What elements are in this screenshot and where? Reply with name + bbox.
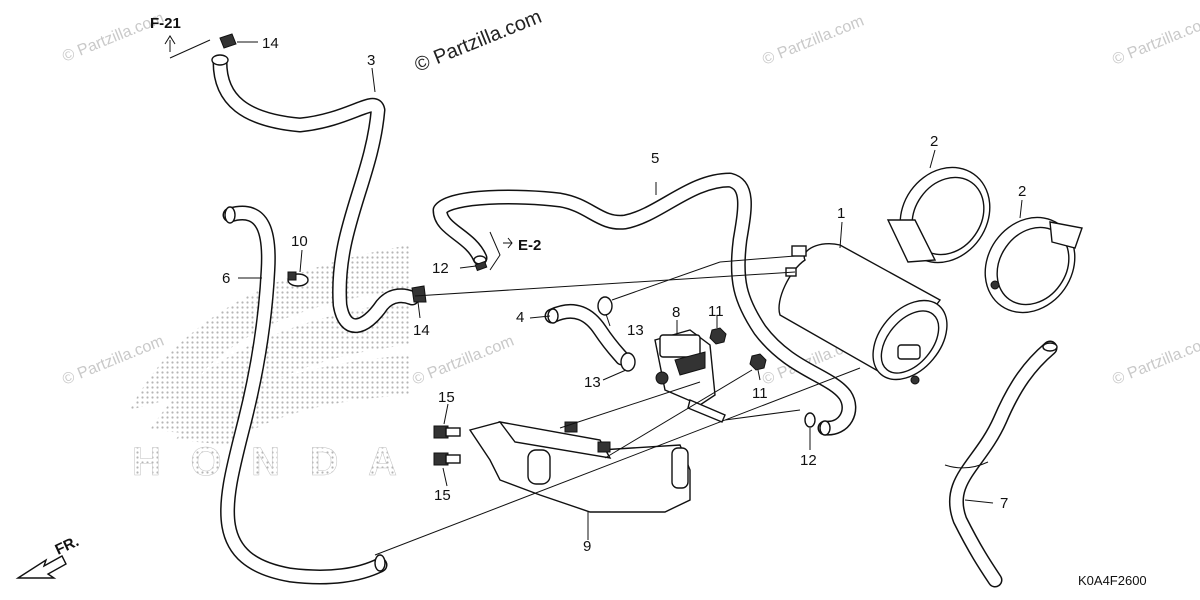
watermark-text: © Partzilla.com	[1110, 333, 1200, 389]
callout-8: 8	[672, 304, 680, 321]
purge-valve-8	[654, 329, 726, 423]
hose-6	[220, 205, 388, 585]
callout-1: 1	[837, 205, 845, 222]
callout-4: 4	[516, 309, 524, 326]
callout-12: 12	[800, 452, 817, 469]
canister-band-2a	[886, 166, 991, 264]
callout-9: 9	[583, 538, 591, 555]
honda-logo-text: HONDA	[132, 440, 397, 484]
canister-band-2b	[984, 216, 1083, 314]
ref-arrow-e2: E-2	[489, 231, 541, 271]
watermark-main: © Partzilla.com	[412, 6, 545, 77]
clamp-10	[287, 271, 309, 287]
callouts: 14 3 10 6 12 14 4 13 13 5 8 11 11 15 15 …	[222, 35, 1026, 555]
nut-11a	[709, 327, 727, 345]
clip-12a	[474, 260, 488, 272]
callout-13: 13	[584, 374, 601, 391]
hose-3	[211, 54, 420, 334]
ring-13a	[597, 296, 613, 316]
ring-12b	[804, 412, 816, 428]
callout-15: 15	[438, 389, 455, 406]
bolt-15a	[433, 425, 461, 439]
bracket-9	[468, 420, 691, 513]
ring-13b	[620, 352, 636, 372]
diagram-code: K0A4F2600	[1078, 573, 1147, 588]
callout-14: 14	[262, 35, 279, 52]
callout-15: 15	[434, 487, 451, 504]
ref-label-f21: F-21	[150, 15, 181, 32]
front-arrow: FR.	[15, 533, 82, 579]
clip-14a	[219, 33, 237, 49]
ref-arrow-f21: F-21	[150, 15, 211, 59]
hose-7	[944, 340, 1058, 588]
callout-2: 2	[1018, 183, 1026, 200]
callout-13: 13	[627, 322, 644, 339]
callout-14: 14	[413, 322, 430, 339]
leader-lines	[237, 41, 1023, 556]
watermark-text: © Partzilla.com	[760, 13, 866, 69]
callout-3: 3	[367, 52, 375, 69]
hose-4	[544, 303, 630, 366]
callout-12: 12	[432, 260, 449, 277]
callout-7: 7	[1000, 495, 1008, 512]
canister-1	[778, 243, 948, 385]
callout-11: 11	[752, 385, 768, 402]
clip-14b	[411, 285, 427, 303]
bolt-15b	[433, 452, 461, 466]
callout-5: 5	[651, 150, 659, 167]
callout-6: 6	[222, 270, 230, 287]
callout-2: 2	[930, 133, 938, 150]
watermark-text: © Partzilla.com	[1110, 13, 1200, 69]
callout-11: 11	[708, 303, 724, 320]
ref-label-e2: E-2	[518, 237, 541, 254]
front-label: FR.	[53, 533, 82, 559]
watermark-text: © Partzilla.com	[410, 333, 516, 389]
callout-10: 10	[291, 233, 308, 250]
nut-11b	[749, 353, 767, 371]
